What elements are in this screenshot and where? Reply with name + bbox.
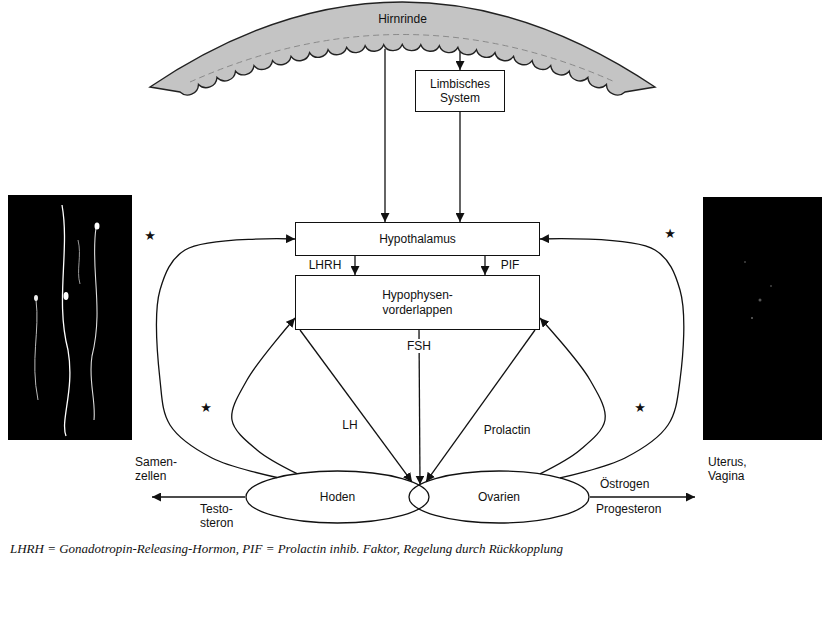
speck: [759, 299, 762, 302]
hormone-arrow: [354, 256, 355, 275]
node-text: Hypothalamus: [379, 232, 456, 246]
node-text: Limbisches System: [424, 77, 496, 106]
hormone-label: PIF: [500, 258, 521, 272]
sperm-cell: [91, 228, 97, 420]
secretion-arrow: [152, 496, 245, 497]
hormone-label: Testo- steron: [200, 502, 245, 531]
hormone-label: Progesteron: [596, 502, 661, 516]
cortex-texture: [190, 35, 615, 83]
hormone-label: Östrogen: [600, 477, 649, 491]
feedback-star: ★: [199, 400, 213, 416]
sperm-cell: [78, 240, 80, 284]
feedback-star: ★: [143, 228, 157, 244]
process-box: Hypothalamus: [295, 222, 540, 256]
process-box: Limbisches System: [415, 70, 505, 112]
hormone-arrow: [426, 330, 535, 482]
feedback-star: ★: [663, 226, 677, 242]
feedback-arrow: [156, 239, 295, 478]
process-box: Hypophysen- vorderlappen: [295, 275, 540, 330]
micrograph: [703, 197, 822, 440]
node-text: Hirnrinde: [378, 12, 427, 26]
speck: [751, 317, 753, 319]
speck: [744, 261, 746, 263]
feedback-arrow: [540, 239, 684, 478]
sperm-cell: [35, 300, 38, 400]
hormone-label: Prolactin: [483, 423, 532, 437]
hormone-arrow: [484, 256, 485, 275]
node-text: Ovarien: [478, 490, 520, 504]
sperm-head: [34, 295, 38, 301]
organ-ellipse: Ovarien: [408, 470, 590, 524]
sperm-head: [95, 223, 100, 230]
signal-arrow: [459, 52, 460, 70]
hormone-arrow: [300, 330, 412, 482]
sperm-head: [64, 292, 69, 300]
hormone-label: LH: [341, 418, 358, 432]
organ-ellipse: Hoden: [245, 470, 430, 524]
secretion-arrow: [590, 496, 695, 497]
signal-arrow: [459, 112, 460, 222]
organ-outline: [246, 471, 429, 523]
feedback-arrow: [232, 318, 297, 474]
organ-outline: [409, 471, 589, 523]
node-text: Hypophysen- vorderlappen: [368, 288, 468, 317]
micrograph: [8, 195, 132, 440]
sperm-cell: [62, 205, 70, 436]
cortex-band: [150, 2, 655, 95]
feedback-arrow: [540, 318, 605, 474]
signal-arrow: [384, 49, 385, 222]
feedback-star: ★: [633, 400, 647, 416]
cortex-shape: Hirnrinde: [150, 2, 655, 92]
node-text: Hoden: [320, 490, 355, 504]
speck: [770, 285, 772, 287]
organ-label: Uterus, Vagina: [708, 455, 768, 484]
cell-label: Samen- zellen: [135, 455, 185, 484]
hormone-label: LHRH: [308, 258, 343, 272]
caption: LHRH = Gonadotropin-Releasing-Hormon, PI…: [10, 540, 600, 558]
hormone-label: FSH: [406, 339, 432, 353]
